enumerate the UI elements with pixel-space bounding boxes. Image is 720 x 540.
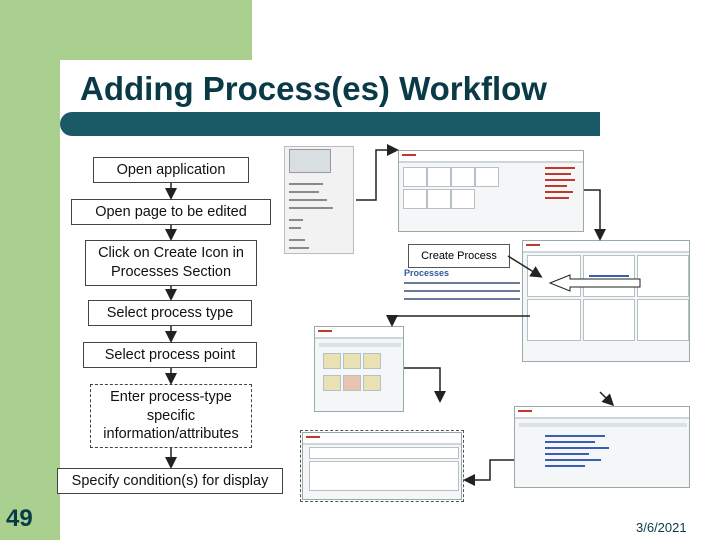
app-builder-screenshot bbox=[398, 150, 584, 232]
process-list-line bbox=[404, 298, 520, 300]
condition-screenshot bbox=[302, 432, 462, 500]
application-icon bbox=[289, 149, 331, 173]
step-open-application: Open application bbox=[93, 157, 249, 183]
menu-line bbox=[289, 183, 323, 185]
menu-line bbox=[289, 191, 319, 193]
menu-line bbox=[289, 199, 327, 201]
menu-line bbox=[289, 227, 301, 229]
title-underline-bar bbox=[60, 112, 600, 136]
step-select-process-point: Select process point bbox=[83, 342, 257, 368]
green-side-band bbox=[0, 0, 60, 540]
process-list-line bbox=[404, 282, 520, 284]
page-number: 49 bbox=[6, 505, 33, 532]
application-menu-thumbnail bbox=[284, 146, 354, 254]
slide-date: 3/6/2021 bbox=[636, 520, 687, 535]
step-enter-attributes: Enter process-type specific information/… bbox=[90, 384, 252, 448]
menu-line bbox=[289, 219, 303, 221]
menu-line bbox=[289, 247, 309, 249]
processes-heading: Processes bbox=[404, 268, 450, 278]
title-underline-bar-end bbox=[584, 112, 600, 136]
create-process-callout: Create Process bbox=[408, 244, 510, 268]
process-type-screenshot bbox=[314, 326, 404, 412]
page-title: Adding Process(es) Workflow bbox=[80, 70, 547, 107]
condition-screenshot-frame bbox=[300, 430, 464, 502]
green-top-band bbox=[60, 0, 252, 60]
step-specify-conditions: Specify condition(s) for display bbox=[57, 468, 283, 494]
menu-line bbox=[289, 207, 333, 209]
step-click-create-icon: Click on Create Icon in Processes Sectio… bbox=[85, 240, 257, 286]
step-open-page: Open page to be edited bbox=[71, 199, 271, 225]
menu-line bbox=[289, 239, 305, 241]
process-list-line bbox=[404, 290, 520, 292]
process-point-screenshot bbox=[514, 406, 690, 488]
step-select-process-type: Select process type bbox=[88, 300, 252, 326]
